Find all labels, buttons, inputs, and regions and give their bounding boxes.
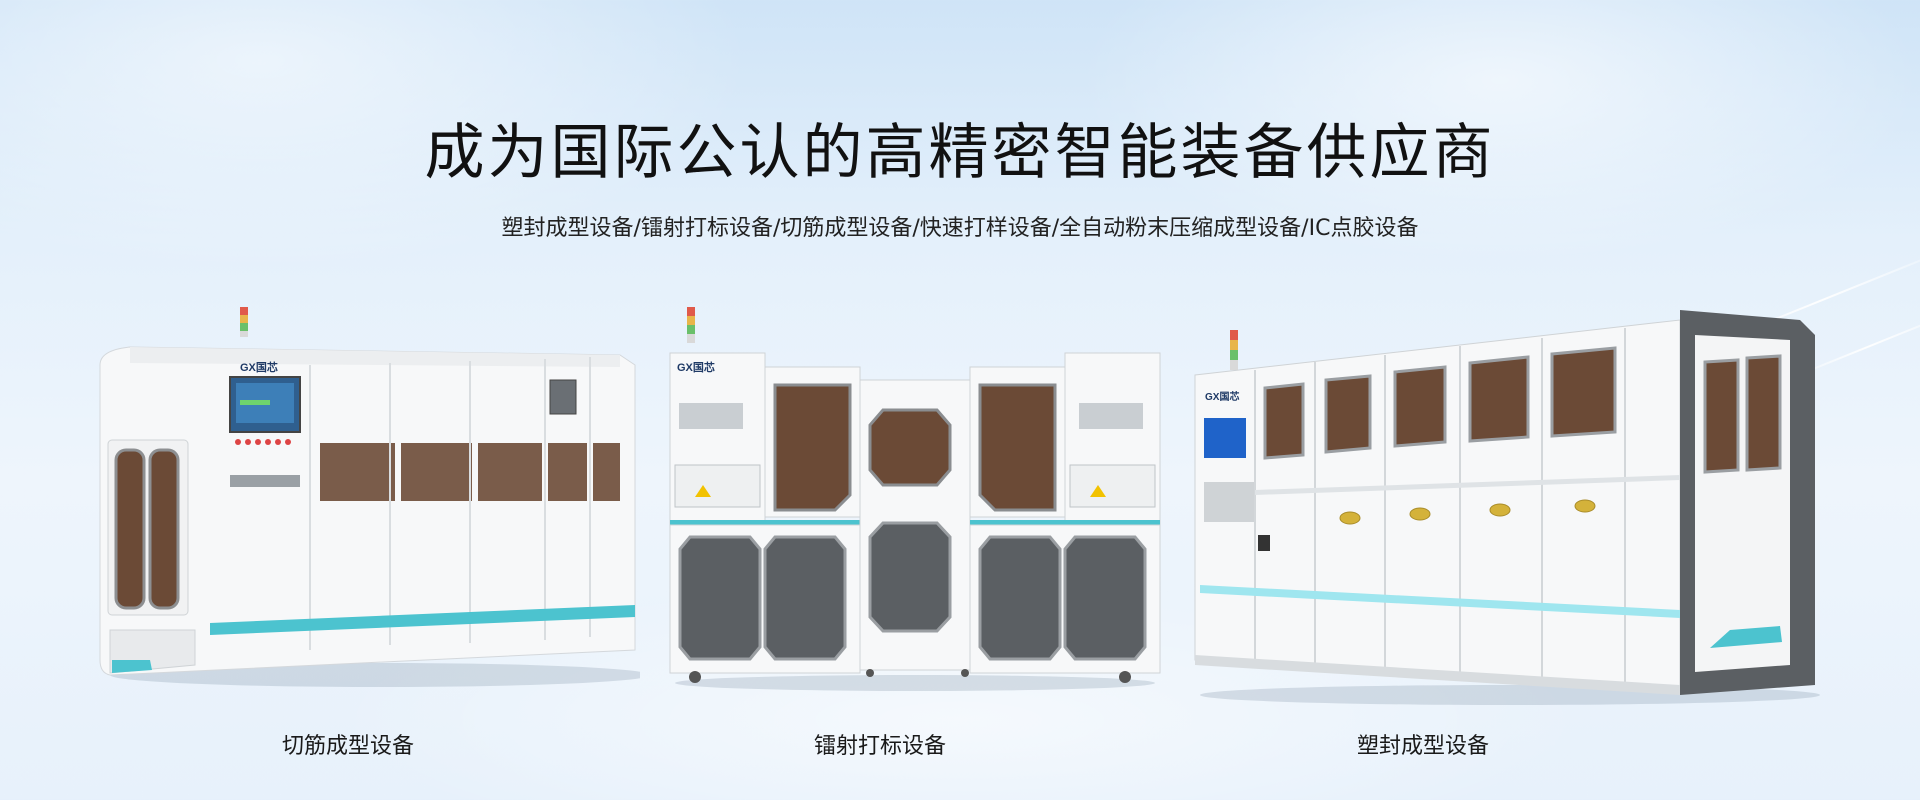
- caption-laser-marking[interactable]: 镭射打标设备: [813, 734, 946, 759]
- molding-machine-image[interactable]: GX国芯: [1190, 300, 1830, 710]
- product-line-list: 塑封成型设备/镭射打标设备/切筋成型设备/快速打样设备/全自动粉末压缩成型设备/…: [501, 216, 1419, 241]
- brand-logo: GX国芯: [1205, 390, 1239, 403]
- trim-form-machine-image[interactable]: GX国芯: [90, 305, 640, 695]
- caption-trim-form[interactable]: 切筋成型设备: [281, 734, 414, 759]
- laser-marking-machine-image[interactable]: GX国芯: [665, 305, 1165, 695]
- page-title: 成为国际公认的高精密智能装备供应商: [424, 118, 1496, 188]
- caption-molding[interactable]: 塑封成型设备: [1356, 734, 1489, 759]
- brand-logo: GX国芯: [240, 360, 278, 374]
- brand-logo: GX国芯: [677, 360, 715, 374]
